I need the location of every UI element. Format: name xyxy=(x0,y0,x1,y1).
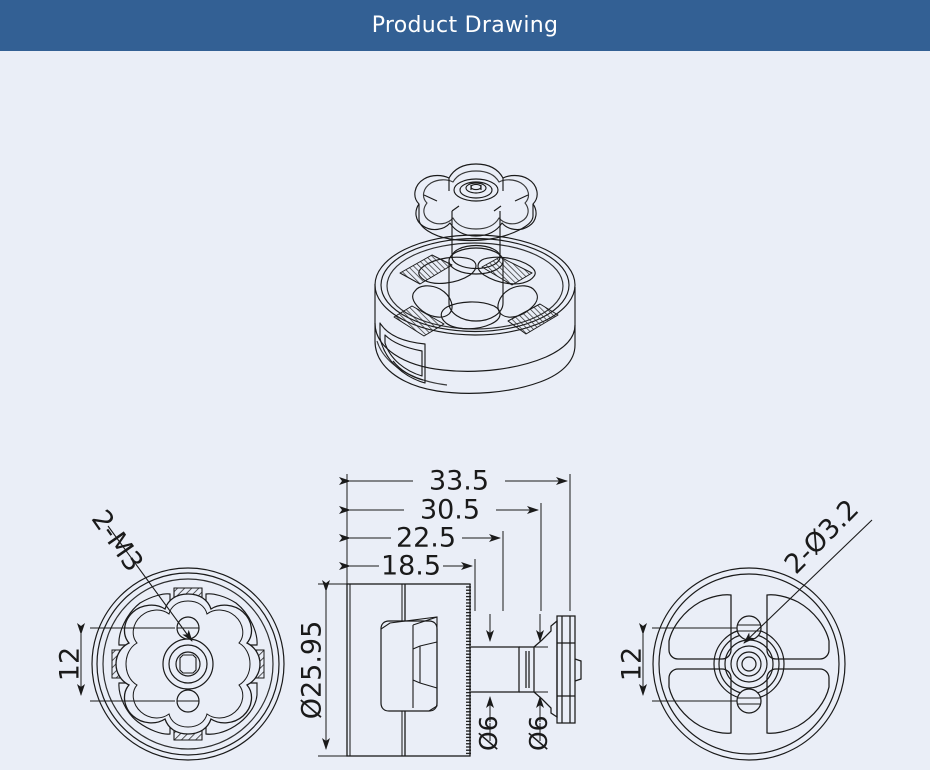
header-bar: Product Drawing xyxy=(0,0,930,51)
top-view-outer-circle xyxy=(91,567,285,761)
vent-pocket-right xyxy=(497,285,538,318)
hole-callout-leader xyxy=(743,519,873,644)
shaft-section-small xyxy=(471,646,520,693)
bottom-cutout-se xyxy=(766,668,830,734)
prop-adapter-star xyxy=(414,163,538,237)
top-bolt-spacing-label: 12 xyxy=(55,647,86,681)
bottom-cutout-nw xyxy=(668,594,732,660)
top-view-inner-circle xyxy=(96,572,280,756)
bottom-view-outer-circle xyxy=(652,567,846,761)
bell-outer-ellipse xyxy=(374,234,576,336)
thread-callout-label: 2-M3 xyxy=(85,505,149,578)
top-view: 12 2-M3 xyxy=(55,505,285,761)
shaft-diameter-label-a: Ø6 xyxy=(474,715,503,751)
bottom-bolt-spacing-label: 12 xyxy=(617,647,648,681)
bottom-bolt-spacing-dimension xyxy=(639,623,737,702)
vent-pocket-top-right xyxy=(477,256,536,285)
stator-arm-nw xyxy=(399,254,453,285)
top-vent-se xyxy=(205,682,258,735)
top-vent-sw xyxy=(118,682,171,735)
mounting-hole-top xyxy=(736,615,762,641)
bottom-view: 12 2-Ø3.2 xyxy=(617,494,873,761)
wire-boss xyxy=(380,620,438,712)
bottom-view-inner-circle xyxy=(658,573,840,755)
length-d-label: 18.5 xyxy=(381,551,441,582)
wire-slot-inner xyxy=(384,334,423,377)
bottom-cutout-sw xyxy=(668,668,732,734)
bell-inner-ellipse xyxy=(380,237,570,333)
mounting-hole-bottom xyxy=(736,688,762,714)
stator-arm-se xyxy=(507,303,559,335)
stator-arm-sw xyxy=(393,305,445,337)
stator-arm-ne xyxy=(481,256,533,286)
drawing-canvas: 12 2-M3 xyxy=(0,51,930,770)
side-view: Ø25.95 Ø6 Ø6 xyxy=(297,466,582,757)
vent-pocket-left xyxy=(412,285,453,318)
wire-slot-outer xyxy=(379,322,426,384)
length-b-label: 30.5 xyxy=(420,495,480,526)
shaft-diameter-label-b: Ø6 xyxy=(524,715,553,751)
hub-cylinder xyxy=(448,261,504,322)
prop-adapter-head xyxy=(556,615,576,724)
diameter-label: Ø25.95 xyxy=(297,621,328,720)
bottom-cutout-ne xyxy=(766,594,830,660)
top-bolt-spacing-dimension xyxy=(77,623,175,702)
dimension-extension-lines xyxy=(346,474,571,611)
thread-callout-leader xyxy=(107,525,193,642)
page-title: Product Drawing xyxy=(371,13,559,38)
overall-length-label: 33.5 xyxy=(429,466,489,497)
diameter-dimension xyxy=(318,580,347,757)
length-c-label: 22.5 xyxy=(396,523,456,554)
vent-pocket-bottom xyxy=(440,301,501,330)
body-knurl-edge xyxy=(466,584,471,756)
isometric-motor-view xyxy=(374,163,576,394)
